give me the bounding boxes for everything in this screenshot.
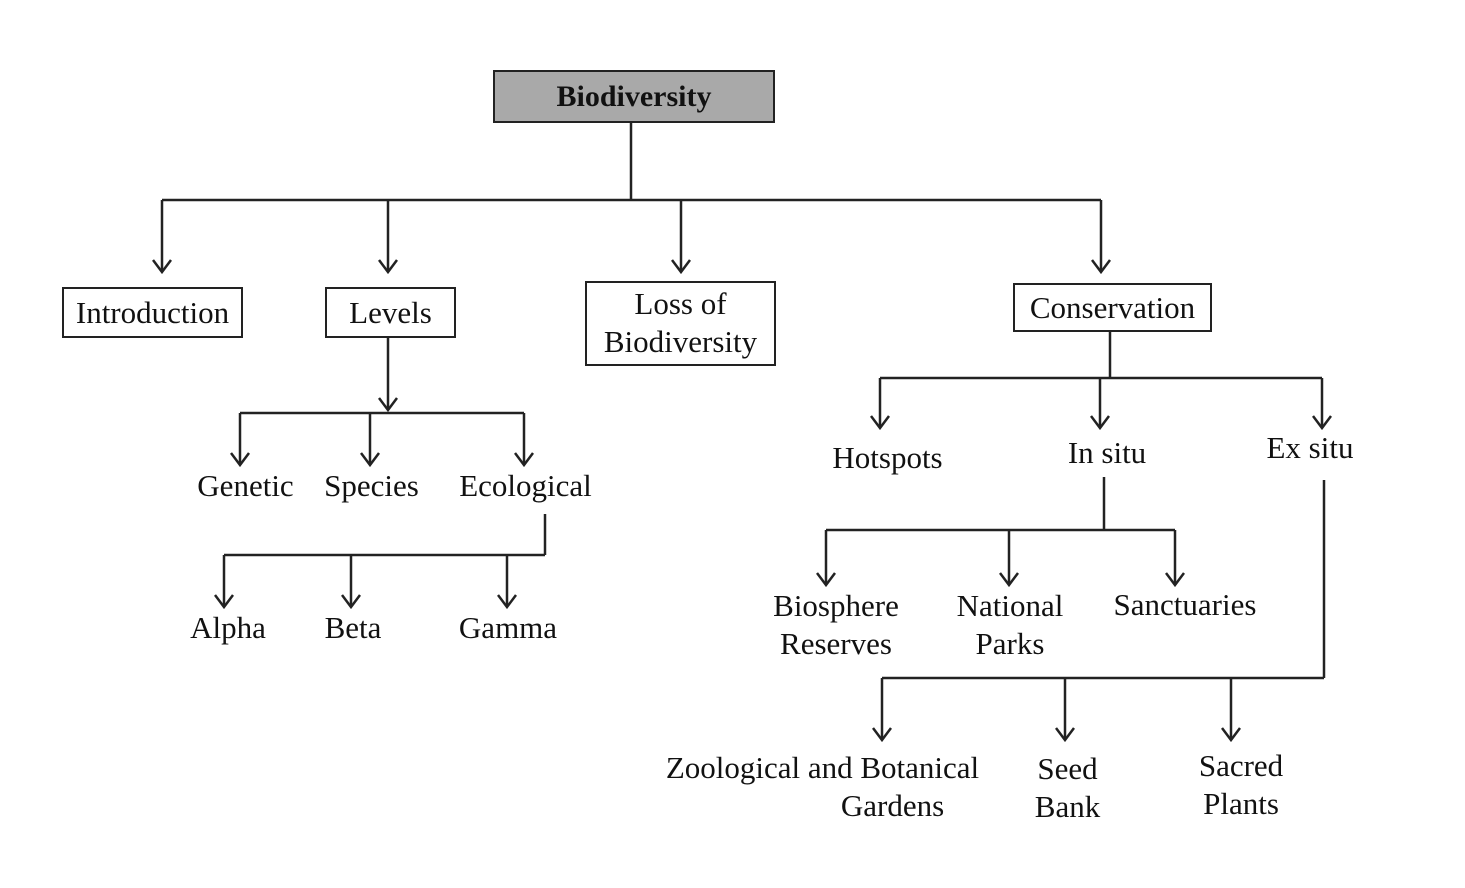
node-seed-line-2: Bank <box>1034 789 1101 824</box>
node-introduction-label: Introduction <box>75 295 230 330</box>
node-hotspots: Hotspots <box>820 438 955 478</box>
node-biodiversity: Biodiversity <box>493 70 775 123</box>
node-alpha-label: Alpha <box>190 610 266 645</box>
node-zoo-line-2: Gardens <box>840 788 945 823</box>
node-biosphere-line-1: Biosphere <box>773 588 899 623</box>
node-seed-line-1: Seed <box>1037 751 1098 786</box>
node-sanctuaries: Sanctuaries <box>1100 585 1270 625</box>
node-species-label: Species <box>324 468 419 503</box>
node-ecological: Ecological <box>448 466 603 506</box>
node-beta: Beta <box>308 608 398 648</box>
node-conservation: Conservation <box>1013 283 1212 332</box>
node-gamma-label: Gamma <box>458 610 558 645</box>
node-genetic: Genetic <box>188 466 303 506</box>
node-zoological-botanical-gardens: Zoological and Botanical Gardens <box>640 749 1005 825</box>
node-biosphere-line-2: Reserves <box>780 626 892 661</box>
node-national-line-1: National <box>956 588 1064 623</box>
node-ex-situ: Ex situ <box>1255 428 1365 468</box>
node-national-parks: National Parks <box>945 587 1075 663</box>
node-levels-label: Levels <box>349 295 432 330</box>
node-biosphere-reserves: Biosphere Reserves <box>760 587 912 663</box>
node-ex-situ-label: Ex situ <box>1266 430 1354 465</box>
node-beta-label: Beta <box>324 610 382 645</box>
node-sacred-plants: Sacred Plants <box>1185 747 1297 823</box>
node-national-line-2: Parks <box>975 626 1045 661</box>
node-genetic-label: Genetic <box>197 468 294 503</box>
node-alpha: Alpha <box>178 608 278 648</box>
node-in-situ-label: In situ <box>1067 435 1147 470</box>
node-loss-line-1: Loss of <box>634 286 727 321</box>
node-sacred-line-1: Sacred <box>1198 748 1284 783</box>
node-sanctuaries-label: Sanctuaries <box>1113 587 1257 622</box>
node-in-situ: In situ <box>1052 433 1162 473</box>
node-loss-line-2: Biodiversity <box>603 324 758 359</box>
node-hotspots-label: Hotspots <box>832 440 943 475</box>
node-biodiversity-label: Biodiversity <box>556 80 712 113</box>
node-ecological-label: Ecological <box>459 468 592 503</box>
node-seed-bank: Seed Bank <box>1020 750 1115 826</box>
node-loss-of-biodiversity: Loss of Biodiversity <box>585 281 776 366</box>
node-levels: Levels <box>325 287 456 338</box>
node-species: Species <box>314 466 429 506</box>
node-sacred-line-2: Plants <box>1203 786 1279 821</box>
node-gamma: Gamma <box>448 608 568 648</box>
node-introduction: Introduction <box>62 287 243 338</box>
node-conservation-label: Conservation <box>1029 290 1196 325</box>
node-zoo-line-1: Zoological and Botanical <box>665 750 980 785</box>
